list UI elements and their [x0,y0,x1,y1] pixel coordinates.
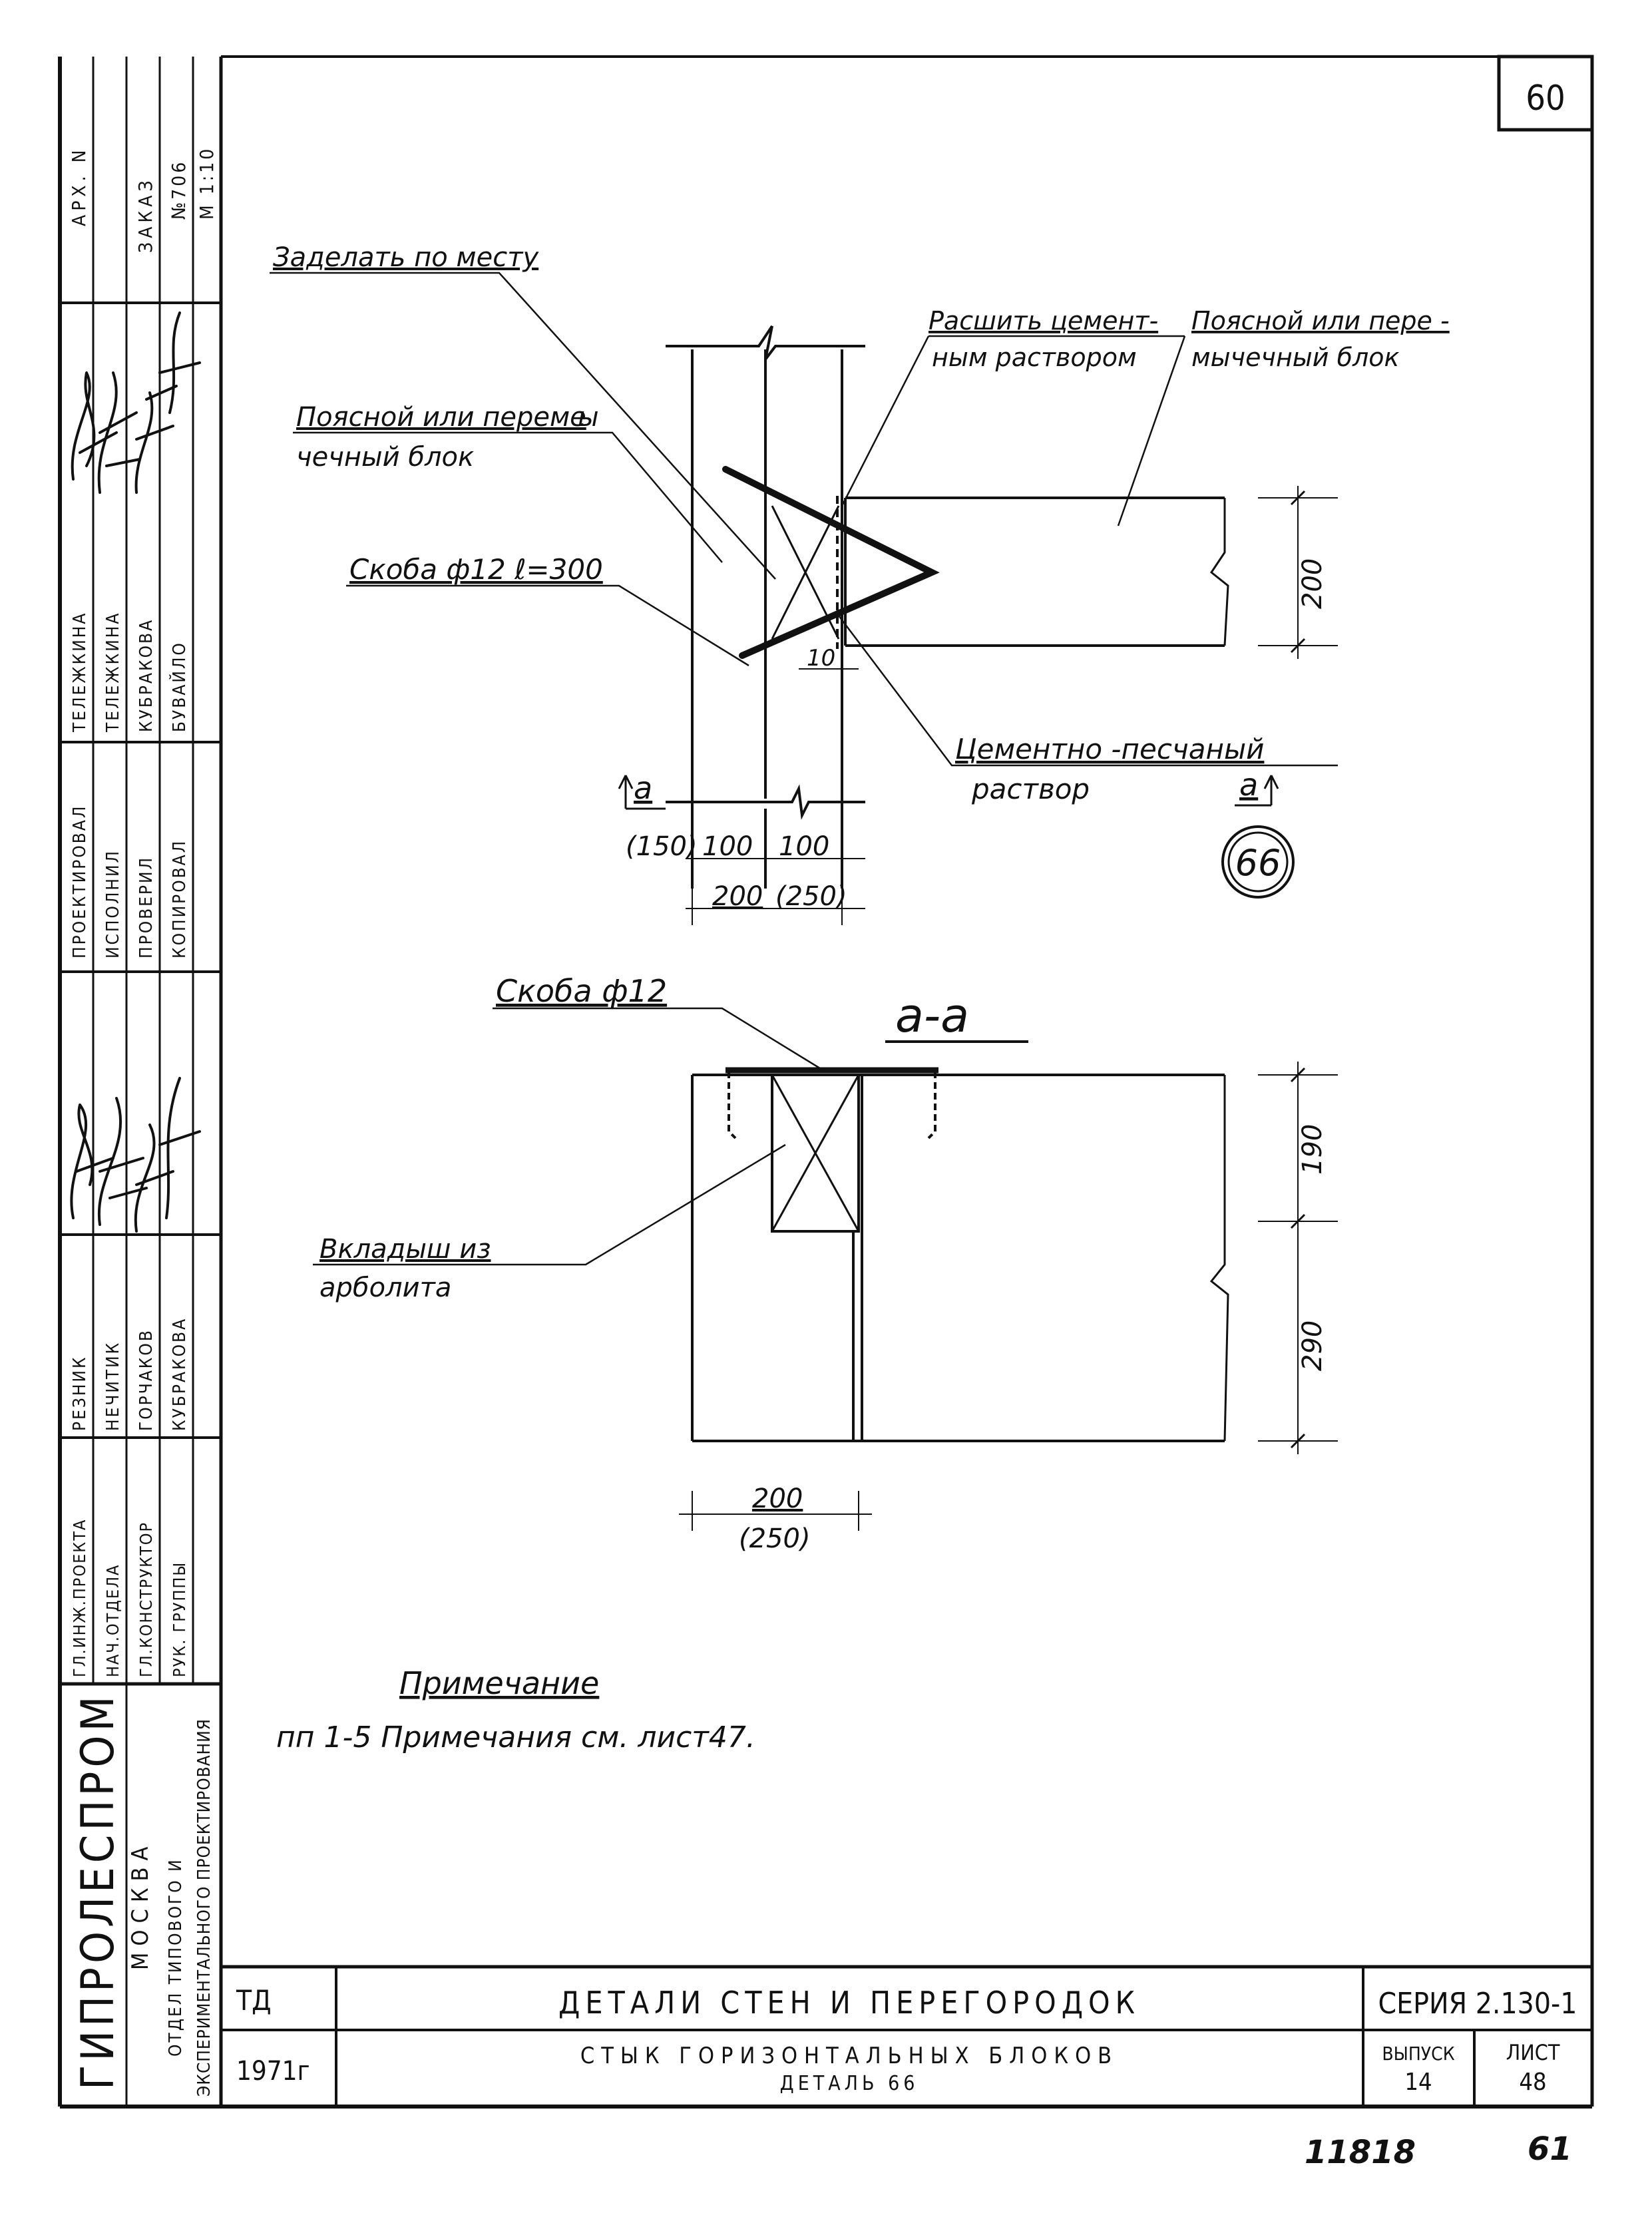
signatures-top [71,311,201,494]
svg-text:РЕЗНИК: РЕЗНИК [70,1355,90,1431]
order-number: №706 [168,160,190,220]
issue-value: 14 [1404,2069,1432,2096]
dim-10: 10 [807,645,835,672]
side-stamp-grid [60,57,221,2107]
title-year: 1971г [236,2056,310,2087]
sheet-value: 48 [1519,2069,1546,2096]
series-number: СЕРИЯ 2.130-1 [1378,1987,1577,2021]
section-mark-left: а [634,770,652,806]
svg-text:ГОРЧАКОВ: ГОРЧАКОВ [136,1328,156,1431]
svg-text:КУБРАКОВА: КУБРАКОВА [170,1317,190,1431]
svg-text:БУВАЙЛО: БУВАЙЛО [168,641,190,732]
note-title: Примечание [399,1665,599,1701]
org-dept-2: ЭКСПЕРИМЕНТАЛЬНОГО ПРОЕКТИРОВАНИЯ [194,1718,214,2097]
drawing-title: ДЕТАЛИ СТЕН И ПЕРЕГОРОДОК [558,1985,1140,2021]
footer-number-right: 61 [1528,2130,1572,2168]
dim-290: 290 [1297,1320,1328,1371]
callout-lintel-block-1: Поясной или пере - [1191,306,1450,335]
svg-text:ГЛ.КОНСТРУКТОР: ГЛ.КОНСТРУКТОР [136,1521,156,1677]
svg-text:НАЧ.ОТДЕЛА: НАЧ.ОТДЕЛА [103,1564,122,1677]
dim-200-height: 200 [1297,558,1328,609]
order-label: ЗАКАЗ [134,176,156,253]
callout-belt-block-1: Поясной или переме [296,402,586,433]
org-dept-1: ОТДЕЛ ТИПОВОГО И [166,1858,186,2057]
svg-text:ГЛ.ИНЖ.ПРОЕКТА: ГЛ.ИНЖ.ПРОЕКТА [70,1519,89,1677]
svg-text:ТЕЛЕЖКИНА: ТЕЛЕЖКИНА [70,612,90,733]
callout-mortar-2: раствор [971,773,1090,805]
title-code: ТД [236,1984,272,2017]
archive-labels: АРХ. N ЗАКАЗ №706 М 1:10 [68,146,218,253]
svg-text:КУБРАКОВА: КУБРАКОВА [136,618,156,732]
svg-text:ИСПОЛНИЛ: ИСПОЛНИЛ [103,849,123,958]
section-aa-drawing [679,1040,1338,1531]
leaders-top [270,272,1338,767]
section-aa-title: а-а [895,988,969,1043]
svg-text:НЕЧИТИК: НЕЧИТИК [103,1341,123,1431]
org-name: ГИПРОЛЕСПРОМ [72,1693,124,2090]
sheet-frame [58,55,1594,2109]
callout-bracket-300: Скоба ф12 ℓ=300 [349,553,603,586]
organisation-block: ГИПРОЛЕСПРОМ МОСКВА ОТДЕЛ ТИПОВОГО И ЭКС… [72,1693,214,2097]
title-block-grid [221,1965,1592,2107]
drawing-subtitle-1: СТЫК ГОРИЗОНТАЛЬНЫХ БЛОКОВ [580,2043,1118,2069]
note-text: пп 1-5 Примечания см. лист47. [276,1720,755,1754]
org-city: МОСКВА [127,1840,154,1970]
svg-text:ТЕЛЕЖКИНА: ТЕЛЕЖКИНА [103,612,123,733]
callout-insert-2: арболита [319,1273,451,1303]
scale-label: М 1:10 [196,146,218,220]
callout-belt-block-2: чечный блок [296,442,474,473]
svg-text:РУК. ГРУППЫ: РУК. ГРУППЫ [170,1561,189,1677]
signatures-middle [70,1077,201,1233]
archive-number-label: АРХ. N [68,146,90,226]
callout-fill-in-place: Заделать по месту [273,242,540,273]
dim-150: (150) [626,831,698,862]
leaders-section [313,1007,826,1266]
svg-text:КОПИРОВАЛ: КОПИРОВАЛ [170,839,190,958]
dim-100-right: 100 [779,831,829,862]
callout-point-joint-2: ным раствором [932,343,1137,372]
page-number-box: 60 [1526,79,1565,118]
callout-insert-1: Вкладыш из [319,1234,491,1265]
sheet-label: ЛИСТ [1506,2040,1560,2065]
footer-number-left: 11818 [1305,2134,1416,2171]
svg-text:ПРОЕКТИРОВАЛ: ПРОЕКТИРОВАЛ [70,805,90,958]
role-names-bottom: ГЛ.ИНЖ.ПРОЕКТА НАЧ.ОТДЕЛА ГЛ.КОНСТРУКТОР… [70,1317,190,1677]
dim-250-section: (250) [739,1523,811,1554]
callout-belt-block-1b: ы [578,402,599,433]
issue-label: ВЫПУСК [1382,2043,1454,2065]
detail-number-circle: 66 [1235,842,1281,884]
callout-mortar-1: Цементно -песчаный [955,733,1264,765]
dim-100-left: 100 [702,831,753,862]
drawing-subtitle-2: ДЕТАЛЬ 66 [780,2072,919,2095]
dim-250: (250) [775,881,847,912]
callout-bracket-12: Скоба ф12 [496,973,667,1009]
dim-200-section: 200 [752,1484,803,1514]
dim-190: 190 [1297,1124,1328,1175]
svg-text:ПРОВЕРИЛ: ПРОВЕРИЛ [136,856,156,958]
section-mark-right: а [1239,767,1258,803]
callout-lintel-block-2: мычечный блок [1191,343,1400,372]
role-names-top: ПРОЕКТИРОВАЛ ИСПОЛНИЛ ПРОВЕРИЛ КОПИРОВАЛ… [70,612,190,958]
detail-66-plan [618,325,1338,925]
callout-point-joint-1: Расшить цемент- [929,306,1158,335]
dim-200-width: 200 [712,881,763,912]
